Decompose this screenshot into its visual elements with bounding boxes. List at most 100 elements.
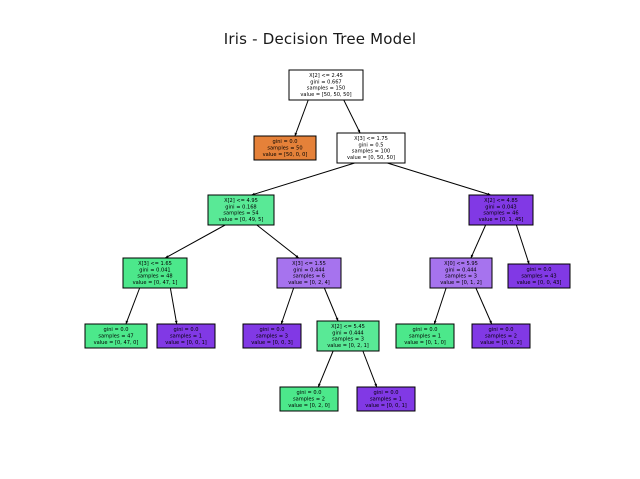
tree-node-box	[429, 257, 493, 289]
node-gini-text: gini = 0.0	[174, 327, 199, 333]
node-value-text: value = [0, 0, 1]	[165, 340, 207, 346]
node-condition-text: X[2] <= 4.95	[224, 198, 258, 204]
node-gini-text: gini = 0.168	[225, 204, 256, 210]
node-samples-text: samples = 100	[352, 149, 390, 155]
tree-edge-arrowhead	[174, 320, 178, 324]
tree-edge	[433, 287, 447, 325]
node-gini-text: gini = 0.043	[485, 204, 516, 210]
node-value-text: value = [0, 1, 2]	[440, 280, 482, 286]
node-value-text: value = [0, 2, 4]	[288, 280, 330, 286]
node-samples-text: samples = 48	[137, 274, 172, 280]
tree-node-box	[395, 323, 455, 349]
tree-edge	[125, 287, 141, 325]
tree-edge	[515, 224, 530, 265]
tree-edge-arrowhead	[433, 320, 437, 324]
tree-edge-arrowhead	[295, 254, 299, 258]
node-condition-text: X[0] <= 5.95	[444, 261, 478, 267]
node-gini-text: gini = 0.444	[445, 267, 476, 273]
tree-node-box	[288, 69, 364, 101]
node-value-text: value = [0, 50, 50]	[347, 155, 395, 161]
tree-edge-arrowhead	[526, 260, 530, 264]
tree-edge	[280, 287, 295, 325]
tree-edge-arrowhead	[374, 383, 377, 387]
node-value-text: value = [0, 0, 1]	[365, 403, 407, 409]
node-value-text: value = [0, 47, 1]	[133, 280, 178, 286]
tree-node-box	[356, 386, 416, 412]
node-gini-text: gini = 0.0	[104, 327, 129, 333]
tree-edge	[164, 224, 226, 259]
node-samples-text: samples = 1	[370, 397, 402, 403]
node-gini-text: gini = 0.667	[310, 79, 341, 85]
node-gini-text: gini = 0.0	[297, 390, 322, 396]
tree-node-box	[316, 320, 380, 352]
node-condition-text: X[3] <= 1.55	[292, 261, 326, 267]
tree-node-box	[156, 323, 216, 349]
tree-node-box	[279, 386, 339, 412]
node-gini-text: gini = 0.0	[527, 267, 552, 273]
node-gini-text: gini = 0.0	[260, 327, 285, 333]
tree-edge-arrowhead	[294, 132, 298, 136]
node-gini-text: gini = 0.5	[359, 142, 384, 148]
node-samples-text: samples = 1	[409, 334, 441, 340]
tree-edge	[169, 287, 178, 325]
node-condition-text: X[3] <= 1.65	[138, 261, 172, 267]
tree-edge	[343, 99, 361, 134]
node-samples-text: samples = 43	[521, 274, 556, 280]
node-samples-text: samples = 54	[223, 211, 258, 217]
tree-edge-arrowhead	[165, 255, 169, 258]
node-samples-text: samples = 6	[293, 274, 325, 280]
tree-node-box	[253, 135, 317, 161]
node-samples-text: samples = 2	[485, 334, 517, 340]
tree-edge	[251, 162, 355, 196]
tree-node-box	[84, 323, 148, 349]
page-title: Iris - Decision Tree Model	[223, 30, 417, 48]
node-gini-text: gini = 0.444	[293, 267, 324, 273]
tree-edge	[256, 224, 300, 259]
tree-node-box	[471, 323, 531, 349]
node-samples-text: samples = 50	[267, 146, 302, 152]
tree-edge	[475, 287, 493, 325]
tree-edge-arrowhead	[470, 254, 474, 258]
tree-edge-arrowhead	[357, 129, 361, 133]
node-gini-text: gini = 0.0	[413, 327, 438, 333]
node-gini-text: gini = 0.0	[489, 327, 514, 333]
tree-node-box	[207, 194, 275, 226]
node-gini-text: gini = 0.0	[374, 390, 399, 396]
node-value-text: value = [0, 1, 45]	[479, 217, 524, 223]
tree-edge-arrowhead	[489, 320, 492, 324]
tree-node-box	[276, 257, 342, 289]
node-samples-text: samples = 46	[483, 211, 518, 217]
tree-edge	[323, 287, 339, 322]
node-value-text: value = [50, 50, 50]	[300, 92, 351, 98]
node-samples-text: samples = 3	[445, 274, 477, 280]
node-value-text: value = [0, 2, 0]	[288, 403, 330, 409]
tree-node-box	[242, 323, 302, 349]
node-samples-text: samples = 3	[256, 334, 288, 340]
node-samples-text: samples = 1	[170, 334, 202, 340]
node-samples-text: samples = 150	[307, 86, 345, 92]
node-condition-text: X[2] <= 5.45	[331, 324, 365, 330]
tree-edge-arrowhead	[335, 317, 339, 321]
tree-node-box	[507, 263, 571, 289]
node-gini-text: gini = 0.0	[273, 139, 298, 145]
tree-node-box	[468, 194, 534, 226]
